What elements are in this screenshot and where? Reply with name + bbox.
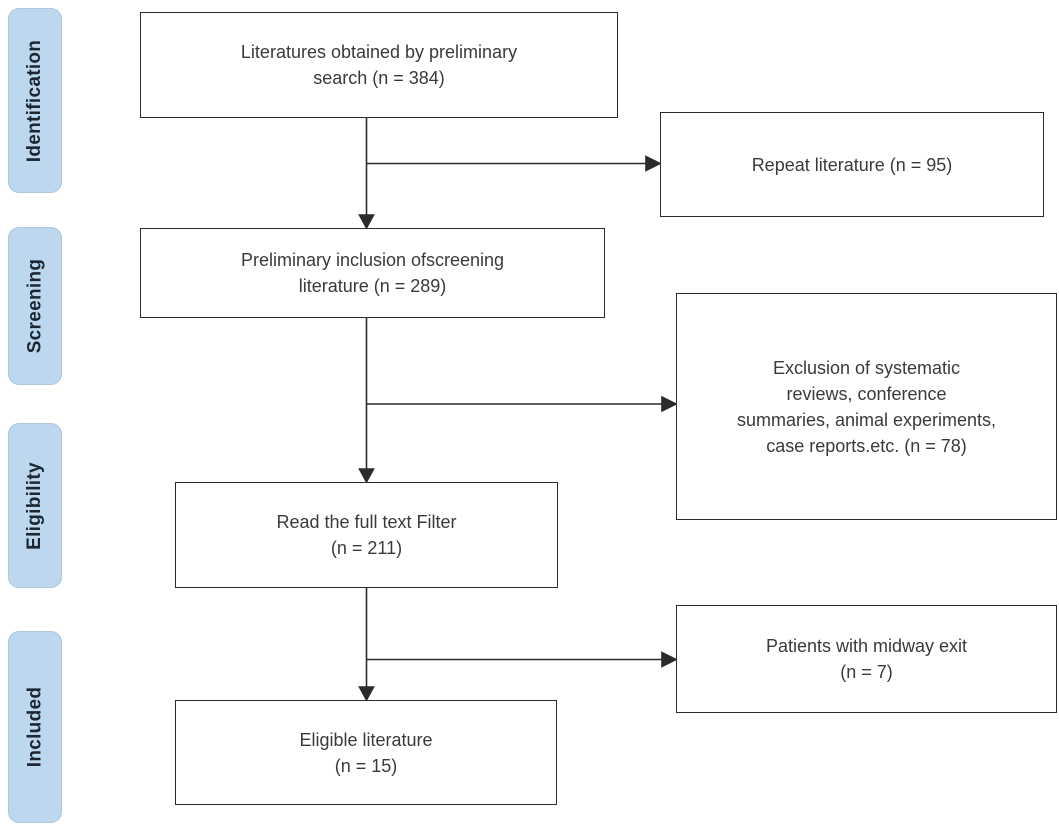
box-text-line: Literatures obtained by preliminary	[240, 42, 518, 62]
stage-label: Eligibility	[24, 461, 46, 550]
box-text-line: (n = 7)	[840, 662, 893, 682]
box-text-line: reviews, conference	[786, 383, 947, 404]
stage-label: Identification	[24, 39, 46, 162]
box-text-line: case reports.etc. (n = 78)	[766, 435, 967, 456]
arrow-right-icon	[661, 651, 678, 668]
box-text-line: Repeat literature (n = 95)	[751, 154, 953, 175]
arrow-down-icon	[358, 468, 375, 484]
box-eligible-literature: Eligible literature (n = 15)	[175, 700, 557, 805]
box-text-line: Patients with midway exit	[765, 636, 968, 656]
arrow-right-icon	[645, 155, 662, 172]
box-repeat-literature: Repeat literature (n = 95)	[660, 112, 1044, 217]
box-text-line: Read the full text Filter	[276, 512, 457, 532]
box-text-line: literature (n = 289)	[298, 276, 447, 296]
arrow-down-icon	[358, 686, 375, 702]
box-full-text-filter: Read the full text Filter (n = 211)	[175, 482, 558, 588]
box-text-line: Exclusion of systematic	[772, 357, 961, 378]
box-text-line: summaries, animal experiments,	[736, 409, 997, 430]
box-text-line: Eligible literature	[299, 729, 433, 750]
stage-label: Included	[24, 686, 46, 768]
stage-screening: Screening	[8, 227, 62, 385]
stage-identification: Identification	[8, 8, 62, 193]
box-text-line: Preliminary inclusion ofscreening	[240, 250, 505, 270]
arrow-down-icon	[358, 214, 375, 230]
box-midway-exit: Patients with midway exit (n = 7)	[676, 605, 1057, 713]
arrow-right-icon	[661, 395, 678, 413]
box-text-line: (n = 15)	[334, 755, 398, 776]
stage-included: Included	[8, 631, 62, 823]
box-preliminary-inclusion: Preliminary inclusion ofscreening litera…	[140, 228, 605, 318]
box-text-line: search (n = 384)	[313, 68, 445, 88]
box-preliminary-search: Literatures obtained by preliminary sear…	[140, 12, 618, 118]
stage-eligibility: Eligibility	[8, 423, 62, 588]
box-text-line: (n = 211)	[330, 538, 403, 558]
stage-label: Screening	[24, 258, 46, 354]
box-exclusion: Exclusion of systematic reviews, confere…	[676, 293, 1057, 520]
